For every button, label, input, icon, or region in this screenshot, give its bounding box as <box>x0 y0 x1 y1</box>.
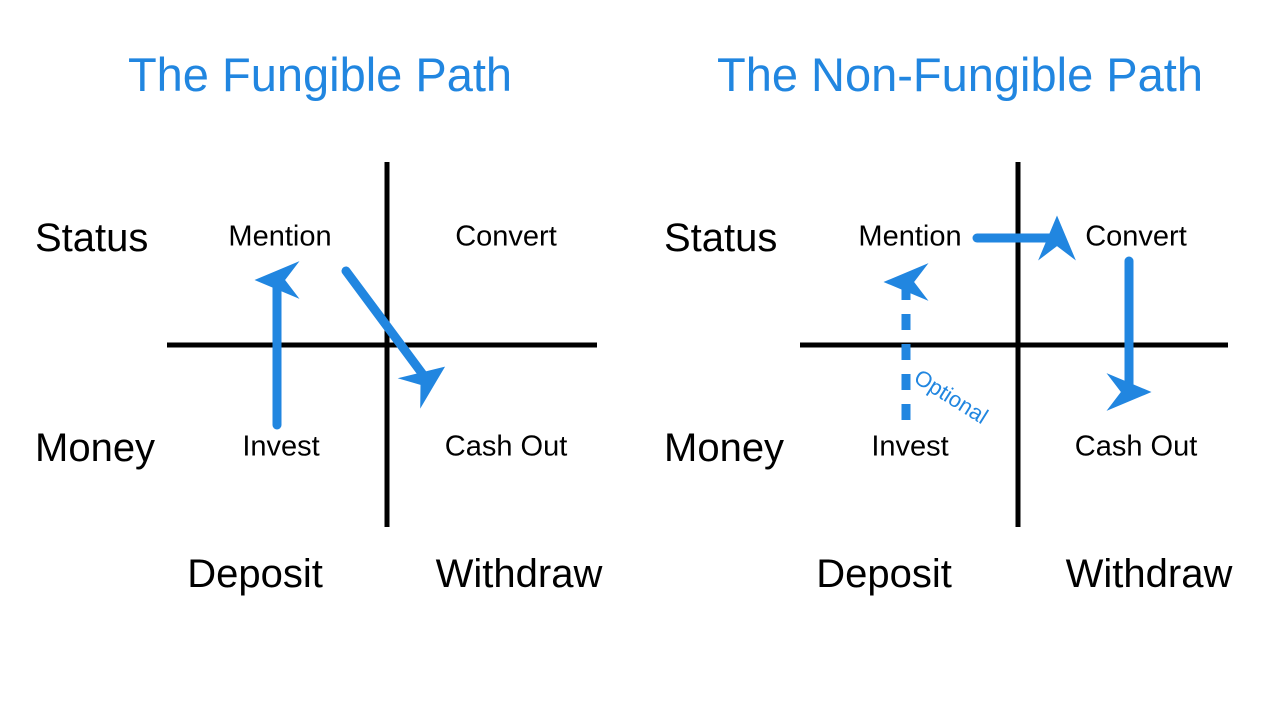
quadrant-label-invest: Invest <box>871 430 949 463</box>
quadrant-label-cash-out: Cash Out <box>1074 430 1198 463</box>
column-label-deposit: Deposit <box>187 552 323 596</box>
row-label-status: Status <box>664 216 778 260</box>
row-label-money: Money <box>35 426 156 470</box>
column-label-withdraw: Withdraw <box>1065 552 1233 596</box>
row-label-money: Money <box>664 426 785 470</box>
quadrant-axes-left <box>167 162 597 527</box>
panel-title-fungible: The Fungible Path <box>127 48 513 101</box>
quadrant-label-mention: Mention <box>228 220 332 253</box>
panel-non-fungible-path: The Non-Fungible Path O <box>640 0 1280 720</box>
quadrant-label-cash-out: Cash Out <box>444 430 568 463</box>
quadrant-axes-right <box>800 162 1228 527</box>
quadrant-label-convert: Convert <box>1085 220 1187 253</box>
row-label-status: Status <box>35 216 149 260</box>
column-label-deposit: Deposit <box>816 552 952 596</box>
panel-title-non-fungible: The Non-Fungible Path <box>717 48 1203 101</box>
column-label-withdraw: Withdraw <box>435 552 603 596</box>
panel-fungible-path: The Fungible Path Status Money Mention C… <box>35 48 603 596</box>
quadrant-label-mention: Mention <box>858 220 962 253</box>
quadrant-label-invest: Invest <box>242 430 320 463</box>
quadrant-label-convert: Convert <box>455 220 557 253</box>
mention-to-cash-out-arrow <box>341 266 446 409</box>
